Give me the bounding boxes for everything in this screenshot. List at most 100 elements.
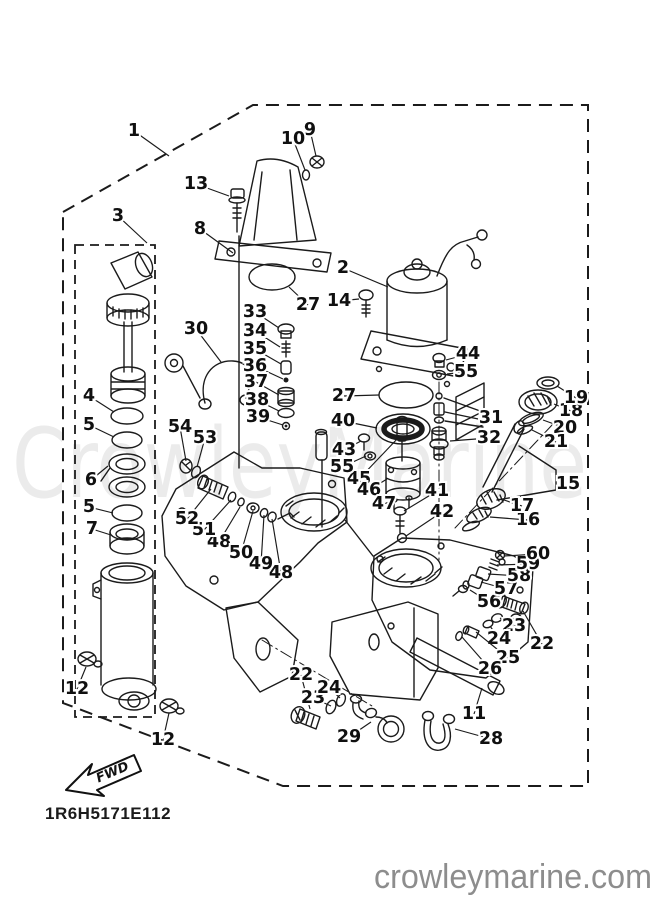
part-callout-47: 47 xyxy=(372,494,396,514)
callout-leader-17 xyxy=(503,499,523,507)
callout-leader-2 xyxy=(342,267,389,288)
screw-plug-cluster xyxy=(290,693,347,730)
part-callout-2: 2 xyxy=(337,258,349,278)
callout-leader-3 xyxy=(117,215,148,244)
callout-leader-12 xyxy=(162,712,170,741)
part-callout-59: 59 xyxy=(516,554,540,574)
part-callout-21: 21 xyxy=(544,432,568,452)
callout-leader-14 xyxy=(338,298,360,302)
callout-leader-18 xyxy=(553,403,572,412)
part-callout-45: 45 xyxy=(347,469,371,489)
part-callout-36: 36 xyxy=(243,356,267,376)
callout-leader-46 xyxy=(368,478,388,491)
part-callout-4: 4 xyxy=(83,386,95,406)
callout-leader-57 xyxy=(480,581,507,590)
part-callout-12: 12 xyxy=(65,679,89,699)
callout-leader-1 xyxy=(133,130,170,157)
part-callout-48: 48 xyxy=(207,532,231,552)
callout-leader-60 xyxy=(503,553,539,557)
part-callout-16: 16 xyxy=(516,510,540,530)
callout-leader-36 xyxy=(254,365,284,380)
exploded-drawing xyxy=(77,155,560,751)
callout-leader-56 xyxy=(469,589,490,603)
part-callout-10: 10 xyxy=(281,129,305,149)
callout-leader-29 xyxy=(348,721,372,738)
part-callout-55: 55 xyxy=(454,362,478,382)
callout-leader-52 xyxy=(186,488,212,520)
callout-leader-13 xyxy=(195,183,230,197)
part-callout-23: 23 xyxy=(301,688,325,708)
callout-leader-44 xyxy=(445,353,469,361)
part-callout-5: 5 xyxy=(83,497,95,517)
plug-12a xyxy=(77,651,103,668)
callout-leader-9 xyxy=(309,129,317,157)
part-callout-53: 53 xyxy=(193,428,217,448)
callout-leader-38 xyxy=(256,399,280,412)
part-callout-25: 25 xyxy=(496,648,520,668)
motor-wire xyxy=(436,236,479,277)
bolt-14 xyxy=(358,289,374,318)
part-callout-44: 44 xyxy=(456,344,480,364)
callout-leader-23 xyxy=(312,697,332,707)
part-callout-50: 50 xyxy=(229,543,253,563)
callout-leader-28 xyxy=(454,728,492,740)
callout-leader-21 xyxy=(531,429,557,443)
callout-leader-49 xyxy=(260,514,265,565)
part-code: 1R6H5171E112 xyxy=(45,804,171,823)
callout-leader-5 xyxy=(88,506,114,514)
long-pin xyxy=(314,428,328,528)
part-callout-37: 37 xyxy=(244,372,268,392)
oring-5a xyxy=(111,431,143,449)
tilt-cylinder-body xyxy=(92,562,157,711)
part-callout-56: 56 xyxy=(477,592,501,612)
cylinder-end-block xyxy=(329,601,505,701)
oring-27a xyxy=(248,263,296,291)
part-callout-18: 18 xyxy=(559,401,583,421)
callout-leader-4 xyxy=(88,395,115,413)
pivot-pin-11 xyxy=(409,637,501,696)
reservoir-cover xyxy=(214,158,332,273)
callout-leader-50 xyxy=(240,510,254,554)
part-callout-31: 31 xyxy=(479,408,503,428)
hose-29 xyxy=(349,694,405,743)
part-callout-22: 22 xyxy=(289,665,313,685)
part-callout-5: 5 xyxy=(83,415,95,435)
callout-leader-42 xyxy=(405,511,443,537)
callout-leader-6 xyxy=(90,465,109,481)
seal-40 xyxy=(375,413,431,445)
part-callout-27: 27 xyxy=(296,295,320,315)
callout-leader-43 xyxy=(343,440,362,451)
part-callout-22: 22 xyxy=(530,634,554,654)
bracket-31 xyxy=(443,397,484,428)
part-callout-20: 20 xyxy=(553,418,577,438)
part-callout-23: 23 xyxy=(502,616,526,636)
part-callout-58: 58 xyxy=(507,566,531,586)
part-callout-15: 15 xyxy=(556,474,580,494)
bolt-43-nut-55 xyxy=(357,433,377,461)
check-valve-cluster xyxy=(179,458,295,523)
callout-leader-30 xyxy=(195,328,222,363)
outer-dashed-border xyxy=(62,104,589,787)
part-callout-39: 39 xyxy=(246,407,270,427)
callout-leader-16 xyxy=(489,516,529,521)
oring-4 xyxy=(110,407,144,425)
part-callout-32: 32 xyxy=(477,428,501,448)
callout-leader-47 xyxy=(383,498,397,505)
website-text: crowleymarine.com xyxy=(374,858,652,896)
part-callout-3: 3 xyxy=(112,206,124,226)
callout-leader-53 xyxy=(196,437,206,468)
callout-leader-11 xyxy=(473,687,483,715)
callout-leader-55 xyxy=(446,371,467,375)
part-callout-38: 38 xyxy=(245,390,269,410)
part-callout-29: 29 xyxy=(337,727,361,747)
part-callout-14: 14 xyxy=(327,291,351,311)
part-callout-7: 7 xyxy=(86,519,98,539)
callout-leader-31 xyxy=(483,413,492,419)
plug-12b xyxy=(159,698,185,715)
callout-leader-48 xyxy=(218,506,241,543)
part-callout-42: 42 xyxy=(430,502,454,522)
plug-9-ring-10 xyxy=(301,155,325,181)
part-callout-17: 17 xyxy=(510,496,534,516)
